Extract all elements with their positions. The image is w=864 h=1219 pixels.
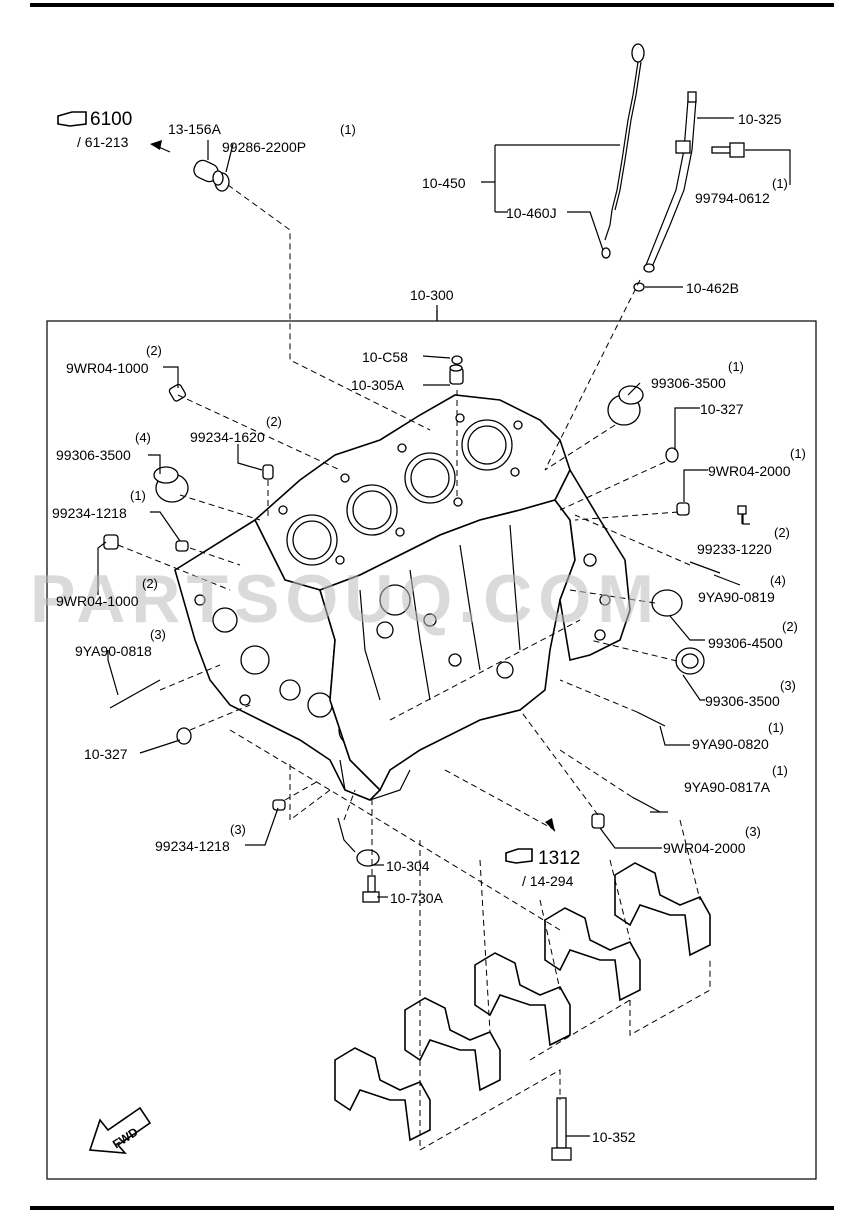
callout-10-450[interactable]: 10-450 (422, 175, 466, 191)
plug-99306-3500-left[interactable] (153, 466, 189, 503)
bolt-9wr04-2000-top[interactable] (676, 502, 690, 516)
callout-10-462b[interactable]: 10-462B (686, 280, 739, 296)
callout-9ya90-0818[interactable]: 9YA90-0818 (75, 643, 152, 659)
callout-10-304[interactable]: 10-304 (386, 858, 430, 874)
stud-99233-1220[interactable] (737, 505, 747, 524)
callout-9wr04-2000-bot[interactable]: 9WR04-2000 (663, 840, 746, 856)
bolt-10-730a[interactable] (362, 875, 380, 903)
callout-99234-1620[interactable]: 99234-1620 (190, 429, 265, 445)
callout-99306-3500-top[interactable]: 99306-3500 (651, 375, 726, 391)
callout-qty-99306-3500-top: (1) (728, 359, 744, 374)
callout-qty-99306-3500-right: (3) (780, 678, 796, 693)
callout-99306-4500[interactable]: 99306-4500 (708, 635, 783, 651)
stud-9ya90-0818[interactable] (109, 679, 161, 709)
cylinder-block[interactable] (174, 394, 631, 801)
arrow-to-ref-1312 (545, 818, 555, 832)
hose-13-156a[interactable] (191, 158, 230, 192)
callout-10-327-top[interactable]: 10-327 (700, 401, 744, 417)
bolt-10-352[interactable] (551, 1097, 572, 1161)
callout-qty-9ya90-0819: (4) (770, 573, 786, 588)
callout-qty-99233-1220: (2) (774, 525, 790, 540)
callout-qty-9ya90-0818: (3) (150, 627, 166, 642)
callout-10-305a[interactable]: 10-305A (351, 377, 405, 393)
bottom-rule (30, 1206, 834, 1210)
callout-qty-99306-4500: (2) (782, 619, 798, 634)
callout-9wr04-1000-top[interactable]: 9WR04-1000 (66, 360, 149, 376)
callout-qty-9ya90-0820: (1) (768, 720, 784, 735)
dipstick-tube-10-325[interactable] (643, 91, 697, 273)
bolt-9wr04-2000-bot[interactable] (591, 813, 605, 829)
callout-9wr04-1000-left[interactable]: 9WR04-1000 (56, 593, 139, 609)
callout-10-325[interactable]: 10-325 (738, 111, 782, 127)
bolt-99794-0612[interactable] (711, 142, 745, 158)
ref-6100-code[interactable]: 6100 (90, 109, 132, 130)
callout-qty-99234-1218-bot: (3) (230, 822, 246, 837)
ref-hand-pointer-icon-1[interactable] (57, 111, 87, 127)
callout-10-327-left[interactable]: 10-327 (84, 746, 128, 762)
ref-hand-pointer-icon-2[interactable] (505, 848, 533, 864)
callout-13-156a[interactable]: 13-156A (168, 121, 222, 137)
callout-qty-9wr04-2000-bot: (3) (745, 824, 761, 839)
dowel-99234-1218-top[interactable] (175, 540, 189, 552)
callout-qty-9ya90-0817a: (1) (772, 763, 788, 778)
main-bearing-caps[interactable] (334, 862, 711, 1142)
callout-10-730a[interactable]: 10-730A (390, 890, 444, 906)
callout-99306-3500-left[interactable]: 99306-3500 (56, 447, 131, 463)
sensor-10-304[interactable] (337, 817, 380, 867)
callout-99794-0612[interactable]: 99794-0612 (695, 190, 770, 206)
callout-99306-3500-right[interactable]: 99306-3500 (705, 693, 780, 709)
dashed-alignment-lines (117, 184, 711, 1151)
callout-10-c58[interactable]: 10-C58 (362, 349, 408, 365)
top-rule (30, 3, 834, 7)
callout-99233-1220[interactable]: 99233-1220 (697, 541, 772, 557)
callout-qty-99234-1620: (2) (266, 414, 282, 429)
callout-9wr04-2000-top[interactable]: 9WR04-2000 (708, 463, 791, 479)
callout-99234-1218-top[interactable]: 99234-1218 (52, 505, 127, 521)
dowel-10-327-top[interactable] (665, 447, 679, 463)
arrow-to-ref-6100 (150, 140, 162, 150)
callout-10-300[interactable]: 10-300 (410, 287, 454, 303)
stud-9ya90-0820[interactable] (636, 711, 666, 727)
callout-10-352[interactable]: 10-352 (592, 1129, 636, 1145)
callout-qty-9wr04-1000-left: (2) (142, 576, 158, 591)
plug-10-305a[interactable] (449, 364, 464, 385)
callout-9ya90-0820[interactable]: 9YA90-0820 (692, 736, 769, 752)
ref-1312-code[interactable]: 1312 (538, 848, 580, 869)
dowel-10-327-left[interactable] (176, 727, 192, 745)
callout-qty-9wr04-2000-top: (1) (790, 446, 806, 461)
callout-qty-99286-2200p: (1) (340, 122, 356, 137)
ref-6100-sub[interactable]: / 61-213 (77, 134, 129, 150)
seal-99306-3500-right[interactable] (675, 647, 705, 675)
plug-10-c58[interactable] (451, 355, 463, 365)
bolt-9wr04-1000-left[interactable] (103, 534, 119, 550)
callout-qty-99234-1218-top: (1) (130, 488, 146, 503)
callout-qty-99306-3500-left: (4) (135, 430, 151, 445)
callout-10-460j[interactable]: 10-460J (506, 205, 557, 221)
callout-qty-9wr04-1000-top: (2) (146, 343, 162, 358)
stud-9ya90-0817a[interactable] (631, 796, 661, 813)
callout-99234-1218-bot[interactable]: 99234-1218 (155, 838, 230, 854)
dipstick-10-450[interactable] (601, 43, 645, 259)
plug-99306-3500-top[interactable] (607, 385, 644, 426)
callout-qty-99794-0612: (1) (772, 176, 788, 191)
callout-9ya90-0817a[interactable]: 9YA90-0817A (684, 779, 771, 795)
callout-99286-2200p[interactable]: 99286-2200P (222, 139, 306, 155)
callout-9ya90-0819[interactable]: 9YA90-0819 (698, 589, 775, 605)
ref-1312-sub[interactable]: / 14-294 (522, 873, 574, 889)
fwd-arrow-icon (88, 1106, 152, 1154)
watermark: PARTSOUQ.COM (30, 561, 660, 637)
dowel-99234-1620[interactable] (262, 464, 274, 480)
assembly-frame (46, 320, 817, 1180)
stud-9ya90-0819[interactable] (689, 561, 721, 574)
dowel-99234-1218-bot[interactable] (272, 799, 286, 811)
leader-lines (97, 117, 791, 1137)
